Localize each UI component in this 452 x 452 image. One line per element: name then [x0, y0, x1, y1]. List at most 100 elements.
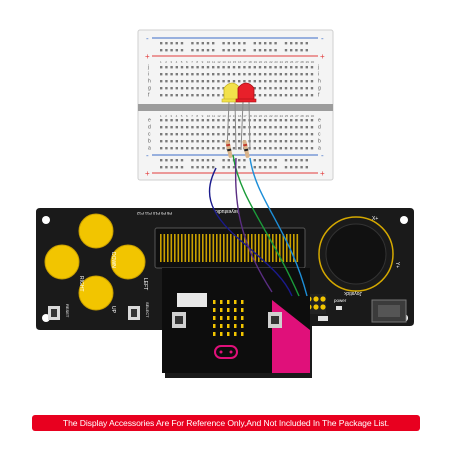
label-down: DOWN: [110, 252, 116, 268]
breadboard-hole: [160, 147, 163, 150]
label-select: SELECT: [145, 302, 150, 318]
breadboard-hole: [269, 94, 272, 97]
row-label-left: e: [148, 118, 151, 124]
breadboard-hole: [227, 66, 230, 69]
breadboard-hole: [186, 126, 189, 129]
breadboard-hole: [170, 147, 173, 150]
matrix-led: [220, 316, 223, 320]
breadboard-hole: [264, 140, 267, 143]
joystick-label: Joystick: [344, 290, 362, 296]
rail-hole: [191, 166, 194, 169]
breadboard-hole: [222, 94, 225, 97]
breadboard-hole: [290, 87, 293, 90]
breadboard-hole: [310, 126, 314, 129]
select-button[interactable]: [128, 306, 140, 320]
button-c[interactable]: [78, 213, 114, 249]
breadboard-hole: [310, 133, 314, 136]
edge-pin: [233, 234, 236, 262]
rail-hole: [253, 166, 256, 169]
rail-hole: [222, 159, 225, 162]
breadboard-hole: [186, 87, 189, 90]
breadboard-hole: [253, 119, 256, 122]
rail-hole: [180, 49, 184, 52]
column-number: 7: [191, 60, 193, 64]
breadboard-hole: [295, 133, 298, 136]
rail-hole: [305, 49, 308, 52]
matrix-led: [227, 324, 230, 328]
edge-pin: [177, 234, 180, 262]
breadboard-hole: [206, 94, 210, 97]
breadboard-hole: [191, 94, 194, 97]
reset-button[interactable]: [48, 306, 60, 320]
breadboard-hole: [238, 126, 241, 129]
breadboard-hole: [279, 94, 282, 97]
rail-hole: [191, 159, 194, 162]
breadboard-hole: [274, 66, 277, 69]
breadboard-hole: [305, 126, 308, 129]
matrix-led: [227, 300, 230, 304]
column-number: 10: [207, 60, 211, 64]
edge-pin: [251, 234, 253, 262]
breadboard-hole: [217, 119, 220, 122]
breadboard-hole: [201, 80, 204, 83]
column-number: 6: [186, 114, 188, 118]
button-up[interactable]: [78, 275, 114, 311]
breadboard-hole: [175, 140, 178, 143]
breadboard-hole: [305, 80, 308, 83]
breadboard-hole: [284, 119, 288, 122]
column-number: 21: [264, 60, 268, 64]
rail-hole: [175, 166, 178, 169]
breadboard-hole: [201, 73, 204, 76]
breadboard-hole: [232, 119, 236, 122]
breadboard-hole: [284, 66, 288, 69]
breadboard-hole: [196, 119, 199, 122]
breadboard-hole: [217, 66, 220, 69]
microbit-button-a[interactable]: [172, 312, 186, 328]
rail-plus-top: +: [145, 52, 150, 61]
breadboard-hole: [300, 126, 303, 129]
matrix-led: [213, 308, 216, 312]
edge-pin: [268, 234, 271, 262]
power-switch[interactable]: [371, 299, 407, 323]
breadboard-hole: [295, 73, 298, 76]
row-label-left: a: [148, 146, 151, 152]
column-number: 2: [165, 114, 167, 118]
breadboard-hole: [232, 66, 236, 69]
breadboard-hole: [300, 133, 303, 136]
breadboard-hole: [180, 140, 184, 143]
breadboard-hole: [212, 119, 215, 122]
button-left[interactable]: [110, 244, 146, 280]
breadboard-hole: [212, 73, 215, 76]
breadboard-hole: [290, 119, 293, 122]
breadboard-hole: [264, 87, 267, 90]
column-number: 7: [191, 114, 193, 118]
breadboard-hole: [160, 66, 163, 69]
breadboard-hole: [186, 147, 189, 150]
power-label: power: [334, 298, 347, 303]
column-number: 16: [238, 60, 242, 64]
matrix-led: [234, 324, 237, 328]
breadboard-hole: [160, 73, 163, 76]
joystick[interactable]: [318, 216, 394, 292]
wires: [208, 154, 308, 297]
edge-pin: [237, 234, 239, 262]
breadboard-hole: [217, 126, 220, 129]
microbit-button-b[interactable]: [268, 312, 282, 328]
breadboard-hole: [165, 119, 168, 122]
column-number: 21: [264, 114, 268, 118]
rail-hole: [274, 159, 277, 162]
column-number: 17: [243, 60, 247, 64]
breadboard-hole: [300, 80, 303, 83]
edge-pin: [219, 234, 222, 262]
rail-hole: [300, 166, 303, 169]
rail-hole: [170, 49, 173, 52]
edge-pin: [160, 234, 162, 262]
breadboard-hole: [217, 140, 220, 143]
breadboard-hole: [186, 140, 189, 143]
column-number: 11: [212, 114, 215, 118]
breadboard-hole: [196, 87, 199, 90]
rail-hole: [175, 42, 178, 45]
button-d[interactable]: [44, 244, 80, 280]
breadboard-hole: [212, 147, 215, 150]
edge-pin: [195, 234, 197, 262]
